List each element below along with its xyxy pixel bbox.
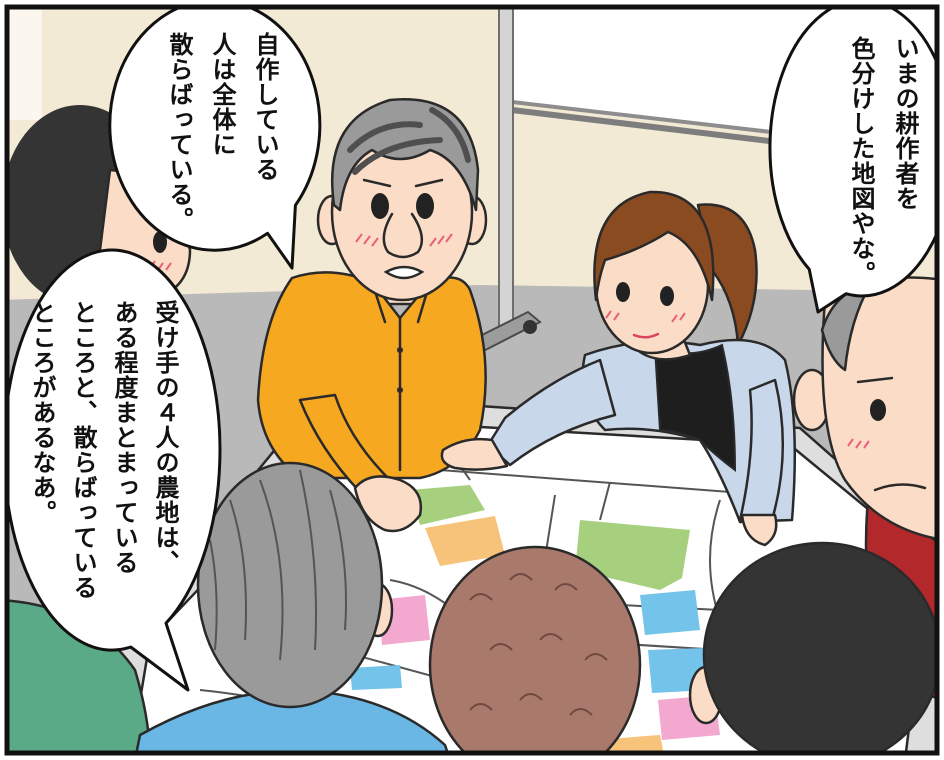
- eye: [660, 286, 674, 306]
- speech-bubbles: [7, 7, 937, 692]
- hair-streaks: [347, 107, 471, 175]
- speech-bubble-left: [7, 248, 222, 692]
- speech-bubble-text-left: 受け手の４人の農地は、 ある程度まとまっている ところと、散らばっている ところ…: [21, 300, 185, 620]
- eyebrows: [362, 178, 444, 188]
- hand: [353, 475, 423, 533]
- orange-shirt-man: [256, 98, 488, 533]
- speech-line: ある程度まとまっている: [110, 300, 138, 575]
- speech-line: 自作している: [251, 32, 279, 182]
- panel-frame: [4, 4, 940, 756]
- speech-line: いまの耕作者を: [891, 36, 919, 211]
- mouth: [383, 265, 425, 280]
- shirt-button: [397, 387, 403, 393]
- black-haired-head: [702, 541, 937, 753]
- hair-curls: [469, 573, 608, 716]
- speech-line: ところがあるなあ。: [28, 300, 56, 525]
- speech-line: 人は全体に: [208, 32, 236, 157]
- speech-bubble-top-right: [768, 7, 937, 314]
- wall-pillar: [7, 7, 42, 120]
- curly-haired-head: [428, 545, 642, 753]
- eye: [616, 282, 630, 302]
- gray-hair: [330, 98, 480, 212]
- eye: [416, 193, 434, 219]
- speech-line: 色分けした地図やな。: [847, 36, 875, 286]
- eye: [371, 193, 389, 219]
- black-top: [653, 343, 737, 473]
- blush: [605, 310, 686, 323]
- speech-line: ところと、散らばっている: [69, 300, 97, 600]
- speech-line: 散らばっている。: [165, 32, 193, 232]
- mouth: [873, 483, 927, 492]
- speech-line: 受け手の４人の農地は、: [151, 300, 179, 575]
- whiteboard-pole: [498, 7, 514, 331]
- shirt-button: [397, 347, 403, 353]
- foreground-people: [7, 461, 937, 753]
- brown-hair: [593, 190, 715, 302]
- blush: [847, 438, 870, 449]
- eyebrow: [856, 376, 894, 384]
- nose: [382, 212, 424, 259]
- mouth: [632, 332, 660, 339]
- map-plot-blue: [640, 590, 700, 635]
- gray-haired-head: [196, 461, 384, 709]
- speech-bubble-top-center: [108, 7, 322, 270]
- speech-bubble-text-top-center: 自作している 人は全体に 散らばっている。: [157, 32, 286, 247]
- blush: [355, 233, 453, 247]
- hair-strands: [209, 469, 347, 661]
- map-plot-green: [410, 485, 485, 525]
- speech-bubble-text-top-right: いまの耕作者を 色分けした地図やな。: [839, 36, 927, 298]
- eye: [870, 399, 886, 421]
- hand: [440, 437, 509, 471]
- jacket-sleeve: [738, 378, 784, 522]
- map-plot-blue: [350, 665, 402, 690]
- whiteboard-wheel: [523, 320, 537, 334]
- eye: [153, 231, 167, 253]
- hand: [740, 513, 778, 547]
- map-plot-green: [575, 520, 690, 590]
- woman-light-blue-jacket: [440, 190, 797, 547]
- ponytail: [696, 203, 758, 347]
- map-plot-orange: [425, 516, 505, 566]
